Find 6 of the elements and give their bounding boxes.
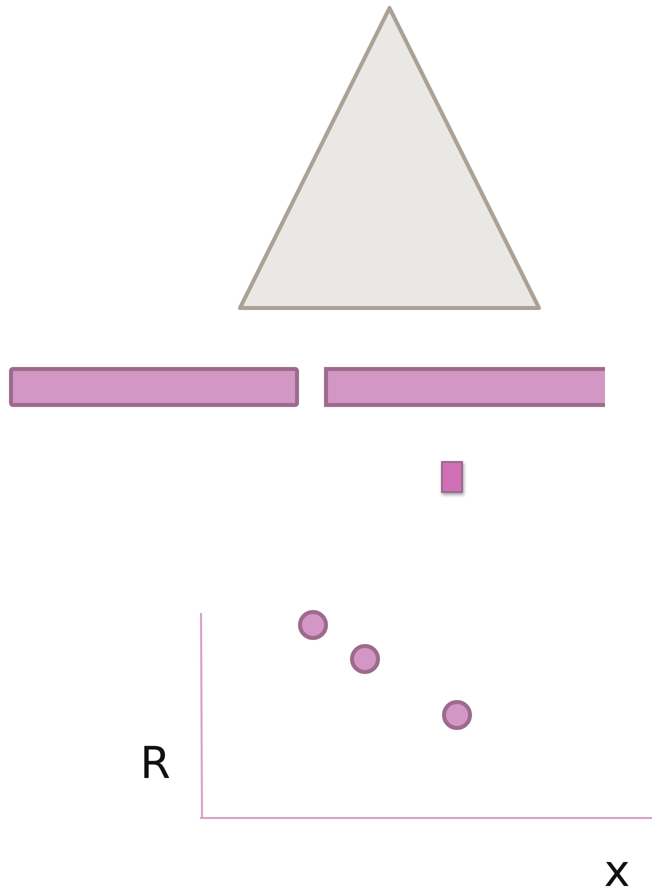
- axis-label: x: [604, 850, 630, 890]
- bar: [324, 367, 607, 407]
- axis-label: R: [140, 742, 171, 786]
- small-block: [441, 461, 463, 493]
- triangle: [238, 6, 541, 310]
- bar: [9, 367, 299, 407]
